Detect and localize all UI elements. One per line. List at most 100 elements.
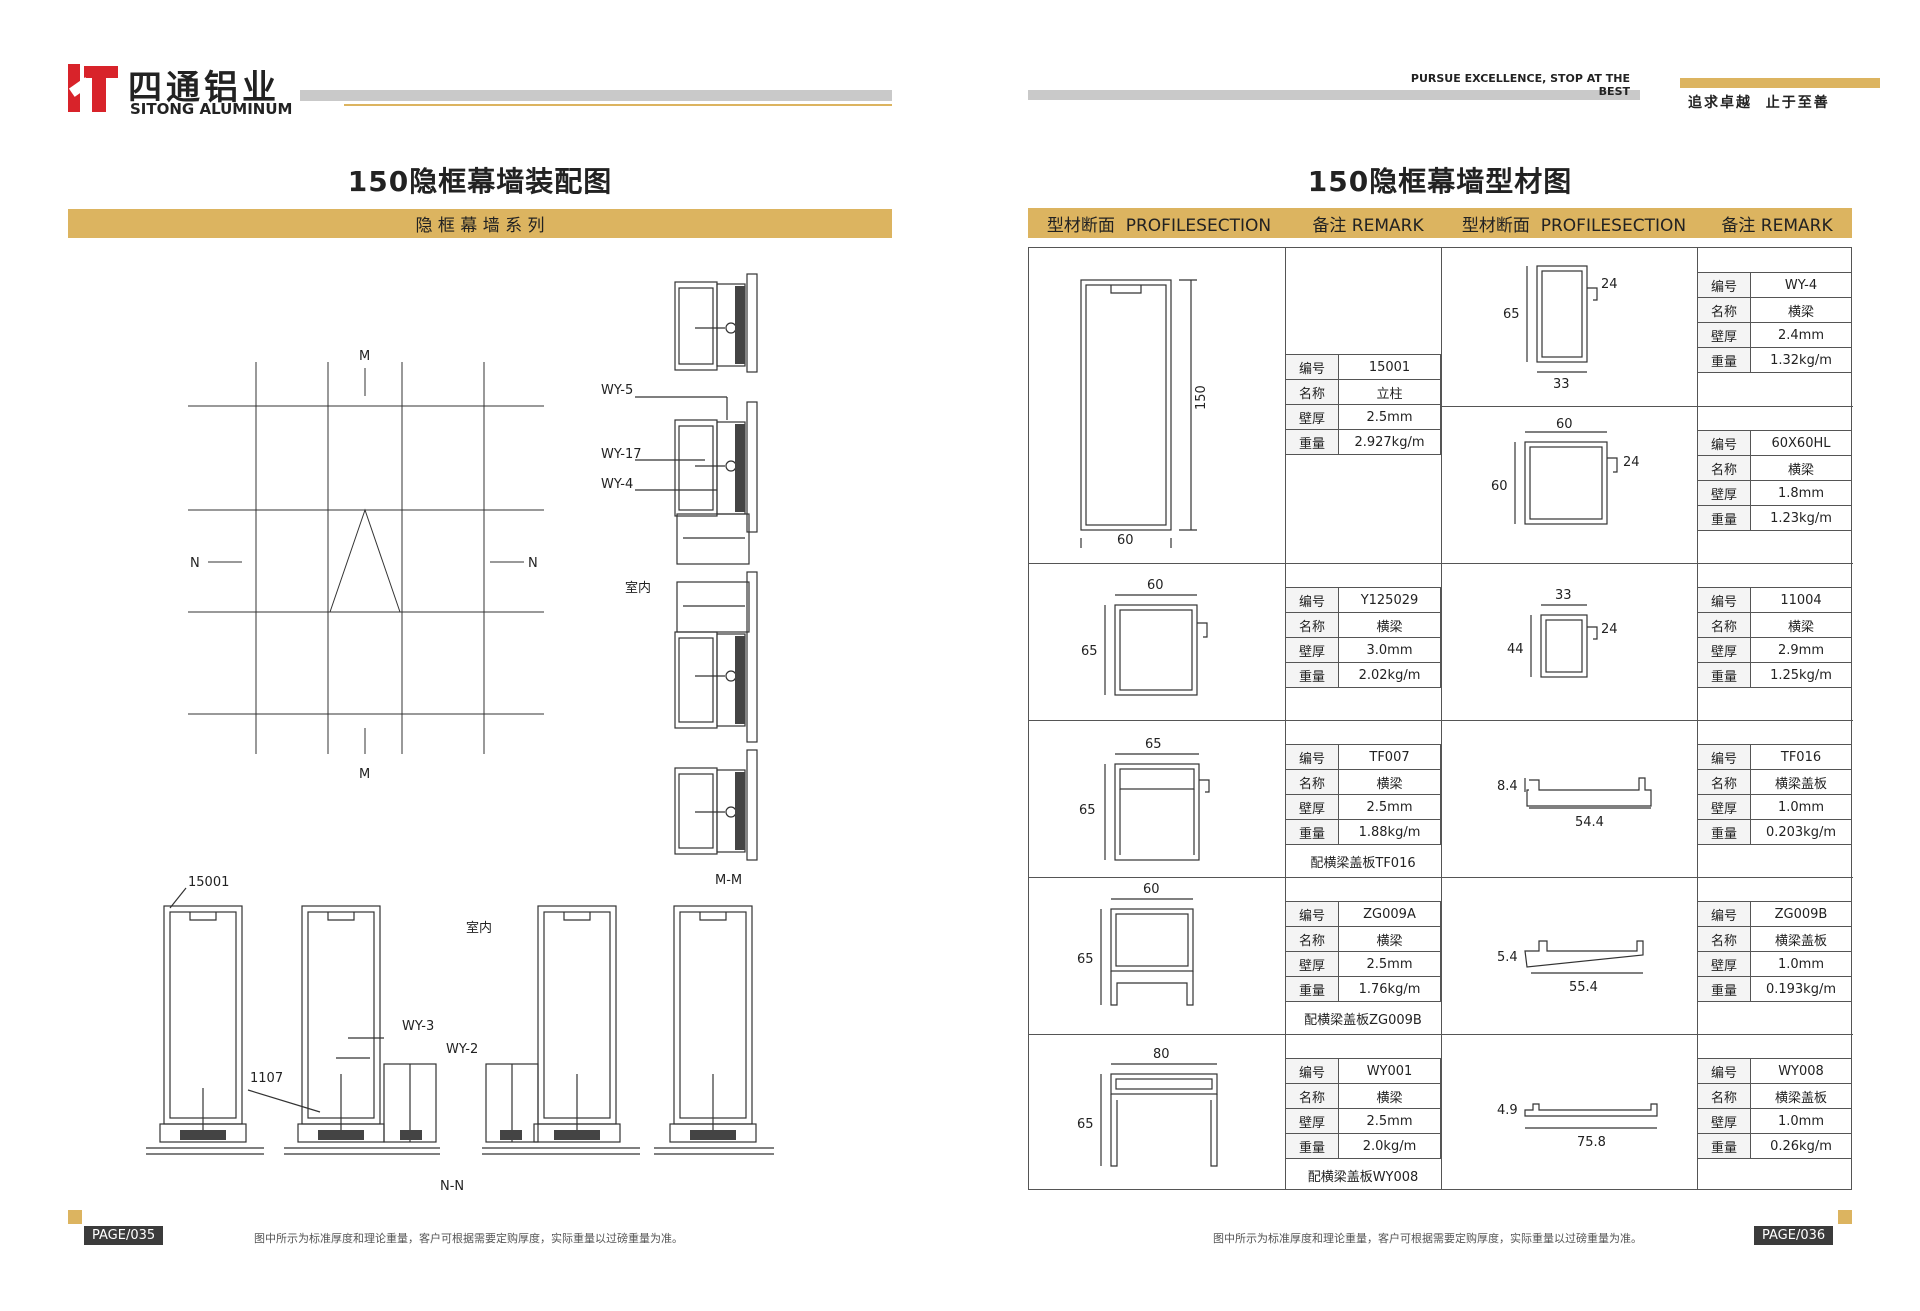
profile-tf016-drawing: 8.4 54.4 xyxy=(1441,720,1698,878)
profile-wy008-icon: 4.9 75.8 xyxy=(1497,1103,1658,1150)
code: ZG009A xyxy=(1338,901,1441,927)
dim-wy008-w: 75.8 xyxy=(1577,1135,1606,1150)
dim-15001-h: 150 xyxy=(1194,385,1209,410)
left-page: 四通铝业 SITONG ALUMINUM 150隐框幕墙装配图 隐 框 幕 墙 … xyxy=(68,64,892,1245)
logo-cn: 四通铝业 xyxy=(128,68,280,108)
header-remark-2: 备注 REMARK xyxy=(1721,215,1833,236)
dim-zg009a-h: 65 xyxy=(1077,952,1094,967)
dim-15001-w: 60 xyxy=(1117,533,1134,548)
dim-11004-w: 33 xyxy=(1555,588,1572,603)
note-tf007: 配横梁盖板TF016 xyxy=(1310,856,1416,871)
nn-label: N-N xyxy=(440,1179,464,1194)
name: 横梁 xyxy=(1750,612,1852,638)
dim-wy001-w: 80 xyxy=(1153,1047,1170,1062)
name: 横梁 xyxy=(1750,297,1852,323)
thickness: 1.0mm xyxy=(1750,951,1852,977)
header-profile-1: 型材断面 PROFILESECTION xyxy=(1046,215,1272,236)
page-title: 150隐框幕墙装配图 xyxy=(347,165,613,198)
name: 横梁盖板 xyxy=(1750,926,1852,952)
weight: 1.23kg/m xyxy=(1750,505,1852,531)
weight: 1.32kg/m xyxy=(1750,347,1852,373)
header-grey-bar xyxy=(1028,90,1640,100)
series-band-label: 隐 框 幕 墙 系 列 xyxy=(415,216,545,236)
right-page: PURSUE EXCELLENCE, STOP AT THE BEST 追求卓越… xyxy=(960,0,1920,1311)
weight: 2.02kg/m xyxy=(1338,662,1441,688)
footer-gold-square xyxy=(68,1210,82,1224)
n-right-label: N xyxy=(528,556,538,571)
thickness: 1.8mm xyxy=(1750,480,1852,506)
dim-tf007-h: 65 xyxy=(1079,803,1096,818)
dim-tf007-w: 65 xyxy=(1145,737,1162,752)
header-gold-line xyxy=(344,104,892,106)
n-left-label: N xyxy=(190,556,200,571)
weight: 2.0kg/m xyxy=(1338,1133,1441,1159)
dim-tf016-h: 8.4 xyxy=(1497,779,1518,794)
nn-section-drawing: 15001 室内 WY-3 WY-2 1107 N-N xyxy=(146,875,774,1194)
dim-wy4-lip: 24 xyxy=(1601,277,1618,292)
dim-11004-h: 44 xyxy=(1507,642,1524,657)
thickness: 2.5mm xyxy=(1338,951,1441,977)
profile-15001-icon: 150 60 xyxy=(1080,279,1209,548)
wy17-label: WY-17 xyxy=(601,447,642,462)
profile-tf007-icon: 65 65 xyxy=(1079,737,1210,861)
thickness: 2.5mm xyxy=(1338,794,1441,820)
slogan-en: PURSUE EXCELLENCE, STOP AT THE BEST xyxy=(1410,72,1630,98)
name: 横梁 xyxy=(1338,769,1441,795)
code: WY-4 xyxy=(1750,272,1852,298)
footnote: 图中所示为标准厚度和理论重量，客户可根据需要定购厚度，实际重量以过磅重量为准。 xyxy=(1213,1232,1642,1245)
dim-60x60hl-h: 60 xyxy=(1491,479,1508,494)
dim-60x60hl-w: 60 xyxy=(1556,417,1573,432)
note-wy001: 配横梁盖板WY008 xyxy=(1307,1170,1419,1185)
dim-zg009a-w: 60 xyxy=(1143,882,1160,897)
name: 横梁盖板 xyxy=(1750,1083,1852,1109)
dim-y125029-h: 65 xyxy=(1081,644,1098,659)
profile-wy001-drawing: 80 65 xyxy=(1029,1034,1286,1190)
weight: 1.25kg/m xyxy=(1750,662,1852,688)
profile-zg009a-icon: 60 65 xyxy=(1077,882,1194,1006)
thickness: 2.4mm xyxy=(1750,322,1852,348)
dim-wy001-h: 65 xyxy=(1077,1117,1094,1132)
dim-11004-lip: 24 xyxy=(1601,622,1618,637)
name: 横梁 xyxy=(1338,926,1441,952)
indoor-label: 室内 xyxy=(625,580,651,596)
dim-zg009b-h: 5.4 xyxy=(1497,950,1518,965)
footnote: 图中所示为标准厚度和理论重量，客户可根据需要定购厚度，实际重量以过磅重量为准。 xyxy=(254,1232,683,1245)
page-number: PAGE/036 xyxy=(1754,1226,1834,1245)
wy5-label: WY-5 xyxy=(601,383,633,398)
code: WY008 xyxy=(1750,1058,1852,1084)
profile-15001-drawing: 150 60 xyxy=(1029,248,1286,564)
wy2-label: WY-2 xyxy=(446,1042,478,1057)
name: 立柱 xyxy=(1338,379,1441,405)
name: 横梁 xyxy=(1750,455,1852,481)
dim-wy4-w: 33 xyxy=(1553,377,1570,392)
wy3-label: WY-3 xyxy=(402,1019,434,1034)
header-profile-2: 型材断面 PROFILESECTION xyxy=(1461,215,1687,236)
p15001-label: 15001 xyxy=(188,875,229,890)
profile-wy4-icon: 65 24 33 xyxy=(1503,265,1618,392)
weight: 0.193kg/m xyxy=(1750,976,1852,1002)
code: WY001 xyxy=(1338,1058,1441,1084)
thickness: 3.0mm xyxy=(1338,637,1441,663)
code: 11004 xyxy=(1750,587,1852,613)
profile-wy4-drawing: 65 24 33 xyxy=(1441,248,1698,407)
slogan-cn: 追求卓越 止于至善 xyxy=(1688,95,1830,111)
dim-y125029-w: 60 xyxy=(1147,578,1164,593)
series-band: 隐 框 幕 墙 系 列 xyxy=(68,209,892,238)
profile-zg009b-icon: 5.4 55.4 xyxy=(1497,940,1644,995)
page-number: PAGE/035 xyxy=(84,1226,164,1245)
thickness: 2.5mm xyxy=(1338,404,1441,430)
dim-wy4-h: 65 xyxy=(1503,307,1520,322)
